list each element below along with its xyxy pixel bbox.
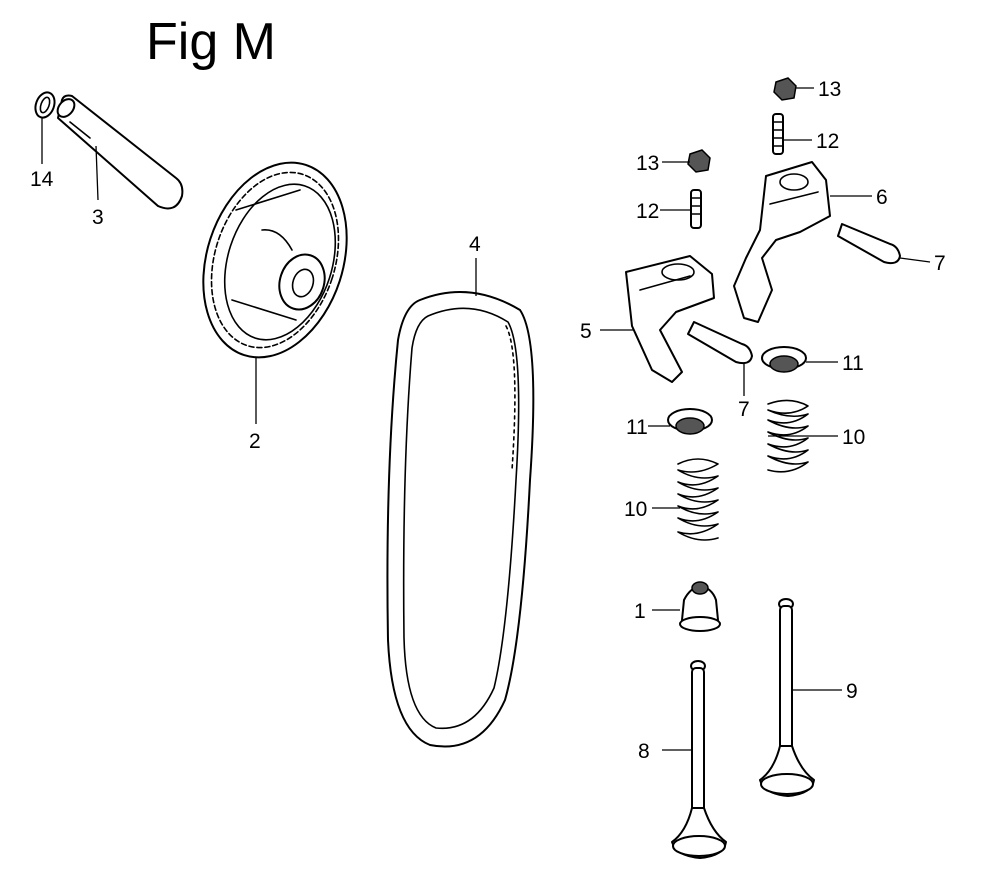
callout-6: 6 bbox=[876, 186, 888, 209]
part-2-cam-pulley bbox=[202, 161, 348, 359]
part-13-nut-lower bbox=[687, 149, 711, 173]
part-3-shaft bbox=[56, 94, 184, 210]
part-11-retainer-left bbox=[667, 408, 713, 435]
callout-13-upper: 13 bbox=[818, 78, 841, 101]
part-7-rocker-shaft-lower bbox=[687, 321, 753, 365]
callout-12-lower: 12 bbox=[636, 200, 659, 223]
part-1-stem-seal bbox=[679, 581, 721, 632]
callout-11-right: 11 bbox=[842, 352, 864, 375]
part-9-valve bbox=[759, 598, 815, 797]
callout-2: 2 bbox=[249, 430, 261, 453]
leader-lines bbox=[41, 87, 931, 751]
part-10-valve-spring-right bbox=[767, 399, 809, 473]
callout-10-left: 10 bbox=[624, 498, 647, 521]
callout-8: 8 bbox=[638, 740, 650, 763]
callout-7-upper: 7 bbox=[934, 252, 946, 275]
part-10-valve-spring-left bbox=[677, 458, 719, 541]
callout-4: 4 bbox=[469, 233, 481, 256]
callout-9: 9 bbox=[846, 680, 858, 703]
part-13-nut-upper bbox=[773, 77, 797, 101]
part-4-timing-belt bbox=[386, 291, 535, 748]
part-7-rocker-shaft-upper bbox=[837, 223, 901, 265]
part-12-stud-lower bbox=[690, 189, 702, 229]
part-11-retainer-right bbox=[761, 346, 807, 373]
callout-7-lower: 7 bbox=[738, 398, 750, 421]
callout-13-lower: 13 bbox=[636, 152, 659, 175]
callout-12-upper: 12 bbox=[816, 130, 839, 153]
part-8-valve bbox=[671, 660, 727, 859]
part-14-snap-ring bbox=[34, 91, 56, 119]
callout-14: 14 bbox=[30, 168, 54, 191]
callout-10-right: 10 bbox=[842, 426, 865, 449]
callout-5: 5 bbox=[580, 320, 592, 343]
callout-1: 1 bbox=[634, 600, 646, 623]
part-12-stud-upper bbox=[772, 113, 784, 155]
part-5-rocker-arm bbox=[625, 255, 715, 383]
callout-11-left: 11 bbox=[626, 416, 648, 439]
callout-3: 3 bbox=[92, 206, 104, 229]
part-6-rocker-arm bbox=[733, 161, 831, 323]
figure-title: Fig M bbox=[146, 13, 276, 71]
